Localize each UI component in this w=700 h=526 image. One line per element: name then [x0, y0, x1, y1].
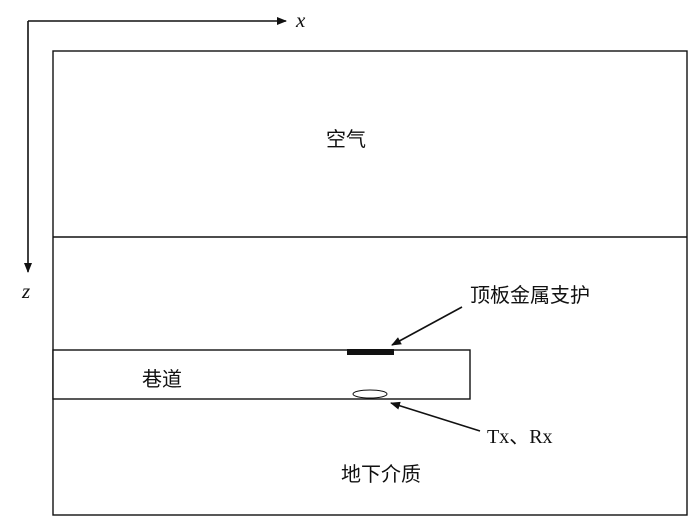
antenna-pointer-arrow	[390, 401, 481, 432]
tunnel-label: 巷道	[142, 367, 182, 391]
subsurface-region-label: 地下介质	[341, 462, 421, 486]
tx-rx-antenna	[352, 389, 388, 399]
roof-support-label: 顶板金属支护	[470, 283, 590, 307]
coordinate-axes: x z	[21, 8, 306, 303]
x-axis-label: x	[295, 8, 306, 32]
air-region-label: 空气	[326, 127, 366, 151]
z-axis-label: z	[21, 279, 30, 303]
tunnel	[52, 349, 471, 400]
model-boundary	[52, 50, 688, 516]
roof-support-pointer-arrow	[391, 306, 463, 346]
roof-metal-support	[347, 349, 394, 355]
antenna-label: Tx、Rx	[487, 426, 553, 448]
